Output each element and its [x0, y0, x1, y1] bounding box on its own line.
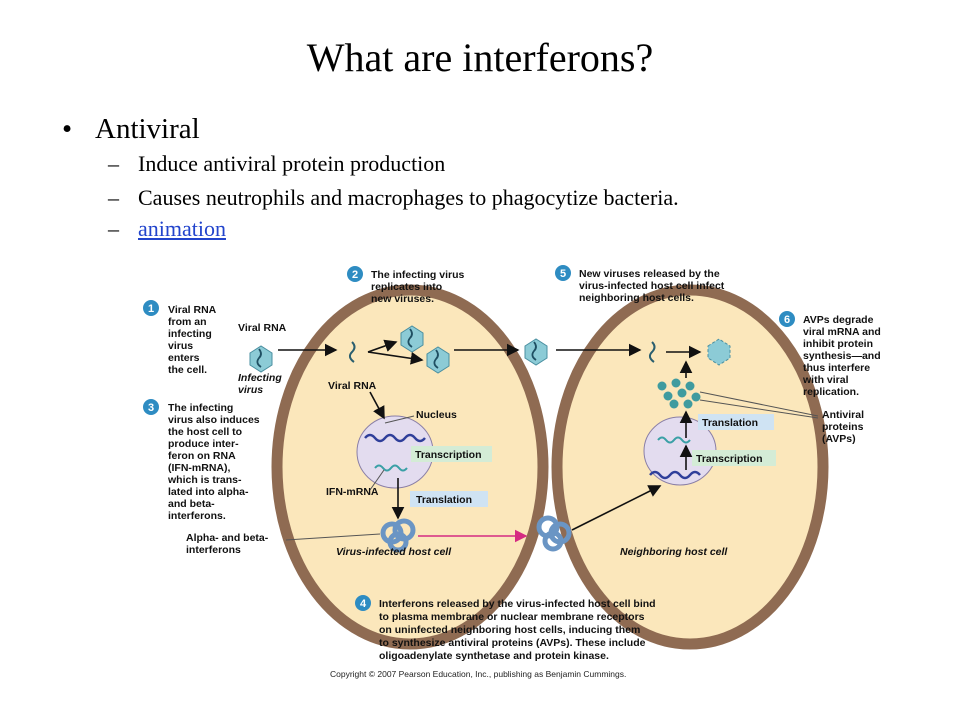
nucleus-label: Nucleus: [416, 409, 457, 421]
viral-rna-squiggle-left: [348, 341, 356, 363]
viral-rna-outside-label: Viral RNA: [238, 322, 287, 334]
leader-alpha-beta: [285, 533, 381, 541]
virus-released-rna: [531, 341, 537, 361]
svg-text:2: 2: [352, 269, 358, 281]
bullet-glyph: •: [62, 113, 73, 145]
leader-avps-2: [699, 399, 819, 419]
step-2: 2: [347, 266, 363, 282]
interferon-knot-right: [536, 515, 572, 552]
viral-rna-inside-label: Viral RNA: [328, 380, 377, 392]
translation-box-right: [698, 414, 774, 430]
svg-text:6: 6: [784, 314, 790, 326]
ifn-mrna-label: IFN-mRNA: [326, 486, 379, 498]
mrna-left: [374, 464, 408, 472]
leader-nucleus: [384, 415, 415, 424]
avp-cluster: [657, 378, 701, 409]
virus-degraded: [707, 338, 731, 366]
virus-outside-rna: [256, 348, 262, 368]
sub-bullet-text: Induce antiviral protein production: [138, 151, 446, 176]
step-3-text: The infecting virus also induces the hos…: [167, 402, 263, 522]
step-3: 3: [143, 399, 159, 415]
leader-avps-1: [699, 391, 819, 417]
bullet-text: Antiviral: [95, 113, 200, 145]
sub-bullet-text: Causes neutrophils and macrophages to ph…: [138, 185, 679, 210]
translation-left-label: Translation: [416, 494, 472, 506]
avps-label: Antiviral proteins (AVPs): [822, 409, 867, 445]
interferon-knot-left: [380, 518, 416, 553]
step-5-text: New viruses released by the virus-infect…: [579, 268, 727, 304]
main-bullet: • Antiviral: [62, 110, 200, 148]
dna-left: [364, 433, 426, 443]
dash-glyph: –: [108, 185, 119, 210]
transcription-left-label: Transcription: [415, 449, 482, 461]
dash-glyph: –: [108, 151, 119, 176]
infected-cell-label: Virus-infected host cell: [336, 546, 452, 558]
step-1: 1: [143, 300, 159, 316]
step-5: 5: [555, 265, 571, 281]
dash-glyph: –: [108, 216, 119, 241]
transcription-box-right: [692, 450, 776, 466]
virus-replicated-top-rna: [407, 328, 413, 348]
arrow-viral-rna-down: [369, 391, 385, 420]
virus-replicated-bottom: [426, 346, 450, 374]
svg-text:4: 4: [360, 598, 367, 610]
virus-replicated-bottom-rna: [433, 349, 439, 369]
svg-text:3: 3: [148, 402, 154, 414]
step-6-text: AVPs degrade viral mRNA and inhibit prot…: [802, 314, 884, 398]
leader-ifn-mrna: [369, 469, 385, 491]
sub-bullet-antiviral-protein: –Induce antiviral protein production: [108, 149, 445, 179]
step-1-text: Viral RNA from an infecting virus enters…: [168, 304, 219, 376]
virus-released: [524, 338, 548, 366]
sub-bullet-phagocytize: –Causes neutrophils and macrophages to p…: [108, 183, 679, 213]
mrna-right: [657, 436, 691, 444]
transcription-box-left: [411, 446, 492, 462]
step-4: 4: [355, 595, 371, 611]
svg-text:1: 1: [148, 303, 154, 315]
arrow-bind-receptor: [571, 485, 662, 531]
step-2-text: The infecting virus replicates into new …: [371, 269, 467, 305]
step-4-text: Interferons released by the virus-infect…: [379, 598, 659, 662]
transcription-right-label: Transcription: [696, 453, 763, 465]
svg-text:5: 5: [560, 268, 566, 280]
infecting-virus-label: Infecting virus: [238, 372, 285, 396]
alpha-beta-label: Alpha- and beta- interferons: [186, 532, 271, 556]
arrow-replicate-down: [367, 351, 424, 365]
animation-link[interactable]: animation: [138, 216, 226, 241]
dna-right: [649, 470, 701, 480]
step-6: 6: [779, 311, 795, 327]
slide-title: What are interferons?: [306, 35, 654, 80]
sub-bullet-animation: –animation: [108, 214, 226, 244]
viral-rna-squiggle-right: [648, 341, 656, 363]
arrow-replicate-up: [367, 339, 398, 353]
neighbor-cell-label: Neighboring host cell: [620, 546, 728, 558]
virus-replicated-top: [400, 325, 424, 353]
translation-right-label: Translation: [702, 417, 758, 429]
translation-box-left: [410, 491, 488, 507]
virus-outside: [249, 345, 273, 373]
copyright: Copyright © 2007 Pearson Education, Inc.…: [330, 669, 626, 679]
